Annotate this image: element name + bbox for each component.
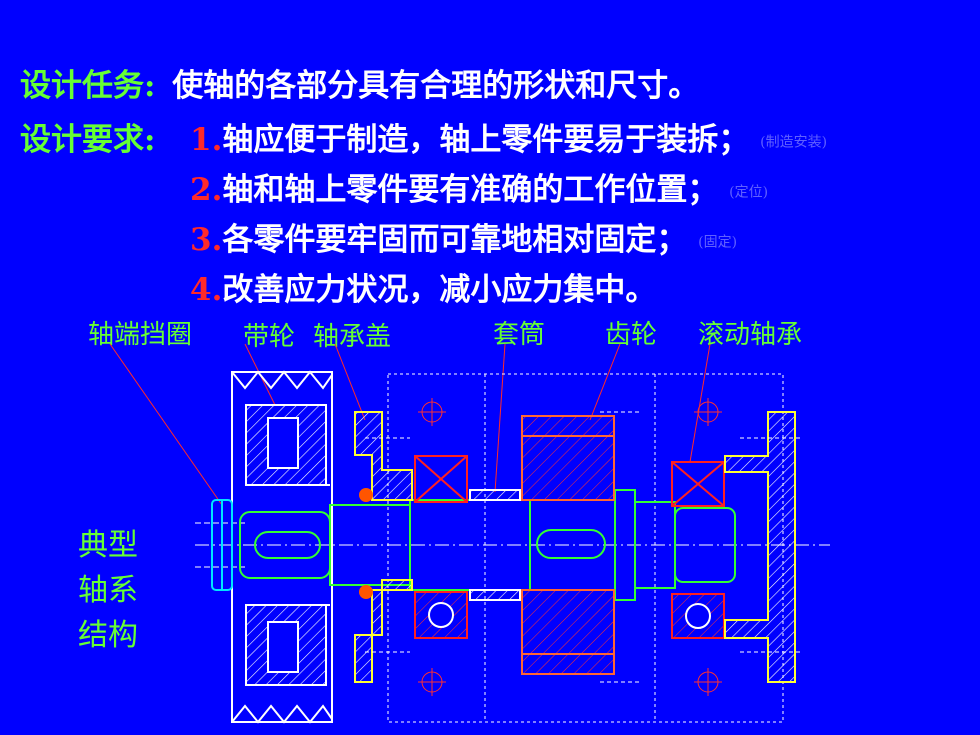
- leader-lines: [109, 343, 711, 506]
- requirement-number: 3.: [190, 222, 223, 258]
- requirement-item: 4.改善应力状况，减小应力集中。: [190, 264, 656, 309]
- part-label-bearing-cover: 轴承盖: [313, 322, 392, 352]
- seals: [359, 488, 373, 599]
- part-label-shaft-end-retainer: 轴端挡圈: [88, 320, 193, 350]
- requirement-item: 1.轴应便于制造，轴上零件要易于装拆； (制造安装): [190, 114, 827, 159]
- requirements-label: 设计要求:: [20, 122, 156, 158]
- pulley: [231, 370, 333, 724]
- requirement-item: 2.轴和轴上零件要有准确的工作位置； (定位): [190, 164, 768, 209]
- requirement-note: (制造安装): [760, 134, 828, 151]
- task-line: 设计任务: 使轴的各部分具有合理的形状和尺寸。: [20, 60, 699, 105]
- part-label-rolling-bearing: 滚动轴承: [698, 320, 803, 350]
- housing-outline: [387, 373, 784, 723]
- requirement-number: 2.: [190, 172, 223, 208]
- task-text: 使轴的各部分具有合理的形状和尺寸。: [172, 68, 700, 104]
- requirement-note: (定位): [729, 184, 769, 201]
- requirement-item: 3.各零件要牢固而可靠地相对固定； (固定): [190, 214, 737, 259]
- requirement-text: 轴和轴上零件要有准确的工作位置；: [222, 172, 719, 208]
- gear: [521, 415, 615, 675]
- side-title-line: 结构: [78, 618, 138, 653]
- part-label-sleeve: 套筒: [493, 320, 546, 350]
- part-label-pulley: 带轮: [243, 322, 296, 352]
- part-label-gear: 齿轮: [605, 320, 658, 350]
- requirement-note: (固定): [698, 234, 738, 251]
- left-bearing-cover: [354, 411, 413, 683]
- left-bearing: [414, 455, 468, 639]
- right-bearing-cover: [724, 411, 796, 683]
- requirement-number: 1.: [190, 122, 223, 158]
- requirement-text: 轴应便于制造，轴上零件要易于装拆；: [222, 122, 750, 158]
- task-label: 设计任务:: [20, 68, 156, 104]
- requirement-text: 改善应力状况，减小应力集中。: [222, 272, 657, 308]
- shaft-end-retainer: [211, 499, 233, 591]
- requirement-number: 4.: [190, 272, 223, 308]
- sleeve: [469, 489, 521, 601]
- bolt-marks: [418, 398, 722, 696]
- requirement-text: 各零件要牢固而可靠地相对固定；: [222, 222, 688, 258]
- right-bearing: [671, 461, 725, 639]
- side-title-line: 轴系: [78, 573, 138, 608]
- side-title-line: 典型: [78, 528, 138, 563]
